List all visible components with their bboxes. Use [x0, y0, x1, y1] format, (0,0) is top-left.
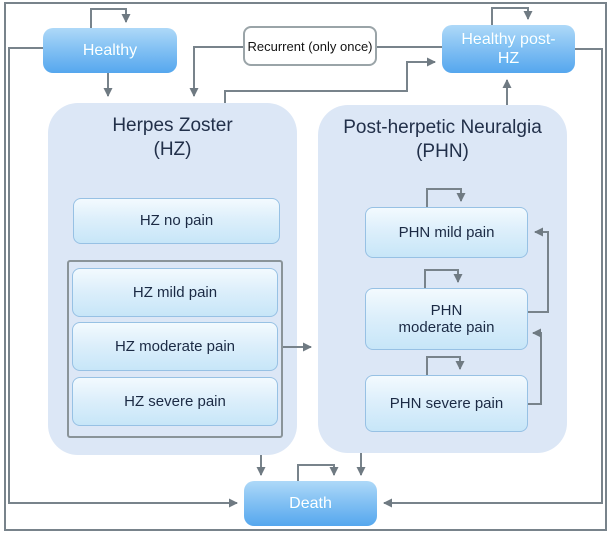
phn-mild-pain-label: PHN mild pain	[398, 223, 495, 241]
healthy-node[interactable]: Healthy	[43, 28, 177, 73]
healthy-post-hz-node[interactable]: Healthy post-HZ	[442, 25, 575, 73]
hz-severe-pain-box[interactable]: HZ severe pain	[72, 377, 278, 426]
phn-title-line2: (PHN)	[416, 140, 469, 162]
hz-moderate-pain-label: HZ moderate pain	[114, 337, 236, 355]
hz-title-line2: (HZ)	[153, 138, 192, 160]
phn-moderate-pain-label: PHN moderate pain	[398, 301, 495, 336]
recurrent-node[interactable]: Recurrent (only once)	[243, 26, 377, 66]
phn-severe-pain-box[interactable]: PHN severe pain	[365, 375, 528, 432]
phn-severe-pain-label: PHN severe pain	[389, 394, 504, 412]
hz-moderate-pain-box[interactable]: HZ moderate pain	[72, 322, 278, 371]
phn-moderate-pain-box[interactable]: PHN moderate pain	[365, 288, 528, 350]
hz-mild-pain-label: HZ mild pain	[132, 283, 218, 301]
phn-title-line1: Post-herpetic Neuralgia	[343, 117, 542, 138]
hz-container-title: Herpes Zoster (HZ)	[48, 103, 297, 162]
hz-severe-pain-label: HZ severe pain	[124, 392, 226, 410]
death-node[interactable]: Death	[244, 481, 377, 526]
hz-no-pain-label: HZ no pain	[139, 212, 214, 230]
healthy-label: Healthy	[82, 41, 138, 59]
hz-mild-pain-box[interactable]: HZ mild pain	[72, 268, 278, 317]
phn-container-title: Post-herpetic Neuralgia (PHN)	[318, 105, 567, 164]
death-label: Death	[289, 494, 332, 512]
hz-no-pain-box[interactable]: HZ no pain	[73, 198, 280, 244]
figure-border	[4, 2, 607, 531]
healthy-post-hz-label: Healthy post-HZ	[461, 30, 556, 67]
hz-title-line1: Herpes Zoster	[112, 115, 233, 136]
phn-mild-pain-box[interactable]: PHN mild pain	[365, 207, 528, 258]
recurrent-label: Recurrent (only once)	[247, 38, 373, 54]
